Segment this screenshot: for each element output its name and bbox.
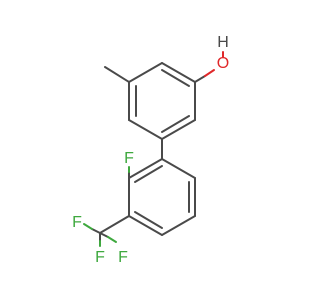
- fluorine-atom-label-cf3-right: F: [118, 249, 128, 266]
- bond: [161, 62, 196, 83]
- bond: [91, 228, 101, 234]
- bond: [128, 158, 163, 179]
- bond: [194, 75, 206, 83]
- bond: [99, 232, 109, 238]
- structure-canvas: O H F F F F: [72, 34, 229, 266]
- hydroxyl-bond: [204, 69, 215, 77]
- fluorine-atom-label-ring: F: [124, 150, 134, 167]
- cf3-bond: [99, 215, 130, 234]
- bond: [134, 211, 163, 229]
- bond: [161, 115, 190, 133]
- bond: [161, 69, 190, 87]
- bond: [128, 215, 163, 236]
- cf3-fluorine-bond-left: [83, 223, 93, 230]
- phenol-ring: [128, 62, 196, 140]
- bond: [161, 158, 196, 179]
- fluoro-ring: [128, 158, 196, 236]
- fluorine-atom-label-cf3-left: F: [72, 214, 82, 231]
- bond: [161, 215, 196, 236]
- chemical-structure: O H F F F F: [72, 34, 229, 266]
- bond: [134, 165, 163, 183]
- cf3-fluorine-bond-right: [107, 236, 117, 243]
- bond: [128, 119, 163, 140]
- bond: [128, 62, 163, 83]
- hydrogen-atom-label: H: [217, 34, 229, 51]
- fluorine-atom-label-cf3-bottom: F: [95, 249, 105, 266]
- bond: [161, 119, 196, 140]
- methyl-bond: [104, 66, 130, 83]
- oxygen-atom-label: O: [217, 55, 229, 72]
